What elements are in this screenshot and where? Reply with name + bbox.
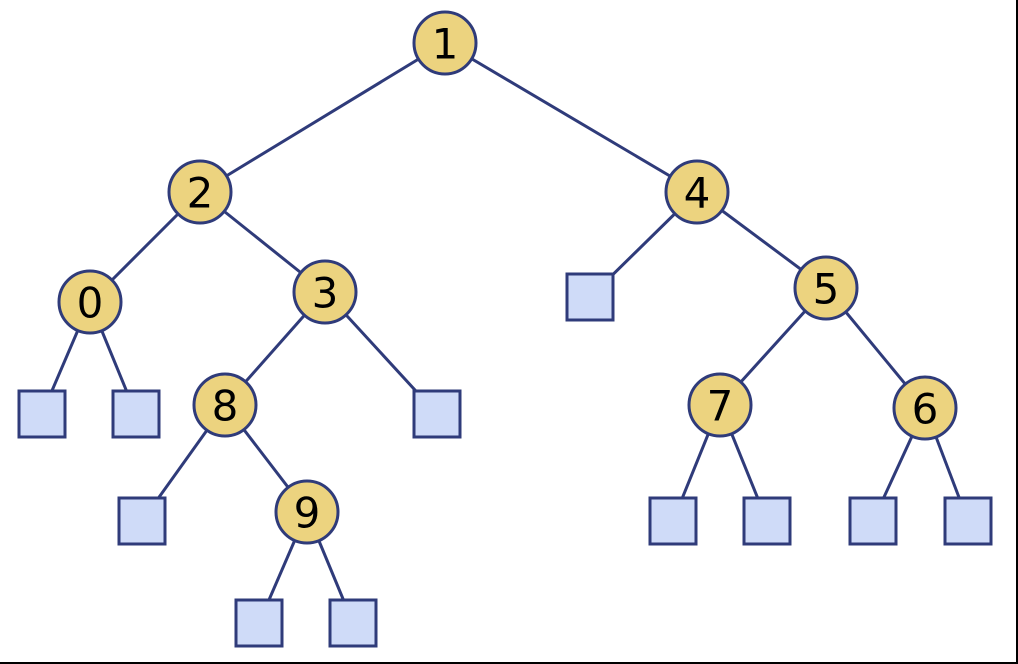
node-label: 1 bbox=[432, 20, 459, 69]
null-leaf-l2 bbox=[111, 389, 161, 439]
tree-edge-n1-n4 bbox=[444, 41, 698, 194]
tree-edge-n1-n2 bbox=[199, 41, 446, 194]
null-leaf-square bbox=[412, 389, 462, 439]
tree-node-8: 8 bbox=[192, 372, 258, 438]
null-leaf-l6 bbox=[234, 598, 284, 648]
tree-node-1: 1 bbox=[412, 10, 478, 76]
null-leaf-l5 bbox=[117, 496, 167, 546]
node-label: 3 bbox=[312, 269, 339, 318]
null-leaf-l10 bbox=[848, 496, 898, 546]
node-label: 9 bbox=[294, 489, 321, 538]
null-leaf-square bbox=[17, 389, 67, 439]
tree-node-6: 6 bbox=[892, 375, 958, 441]
null-leaf-square bbox=[848, 496, 898, 546]
null-leaf-square bbox=[328, 598, 378, 648]
null-leaf-l3 bbox=[412, 389, 462, 439]
tree-node-5: 5 bbox=[793, 255, 859, 321]
node-label: 0 bbox=[77, 279, 104, 328]
null-leaf-square bbox=[565, 272, 615, 322]
node-circle bbox=[892, 375, 958, 441]
node-circle bbox=[664, 159, 730, 225]
node-label: 4 bbox=[684, 169, 711, 218]
null-leaf-square bbox=[943, 496, 993, 546]
null-leaf-l9 bbox=[742, 496, 792, 546]
tree-node-0: 0 bbox=[57, 269, 123, 335]
node-circle bbox=[687, 372, 753, 438]
tree-node-3: 3 bbox=[292, 259, 358, 325]
node-circle bbox=[793, 255, 859, 321]
node-label: 6 bbox=[912, 385, 939, 434]
node-circle bbox=[412, 10, 478, 76]
tree-node-9: 9 bbox=[274, 479, 340, 545]
tree-node-4: 4 bbox=[664, 159, 730, 225]
null-leaf-square bbox=[234, 598, 284, 648]
null-leaf-l1 bbox=[17, 389, 67, 439]
node-label: 7 bbox=[707, 382, 734, 431]
node-label: 2 bbox=[187, 169, 214, 218]
node-circle bbox=[167, 159, 233, 225]
node-circle bbox=[274, 479, 340, 545]
tree-node-7: 7 bbox=[687, 372, 753, 438]
null-leaf-l4 bbox=[565, 272, 615, 322]
null-leaf-square bbox=[117, 496, 167, 546]
node-label: 8 bbox=[212, 382, 239, 431]
node-circle bbox=[57, 269, 123, 335]
node-label: 5 bbox=[813, 265, 840, 314]
null-leaf-l8 bbox=[648, 496, 698, 546]
node-circle bbox=[292, 259, 358, 325]
edges-group bbox=[40, 41, 970, 624]
null-leaf-l7 bbox=[328, 598, 378, 648]
null-leaf-l11 bbox=[943, 496, 993, 546]
null-leaf-square bbox=[648, 496, 698, 546]
node-circle bbox=[192, 372, 258, 438]
tree-node-2: 2 bbox=[167, 159, 233, 225]
null-leaf-square bbox=[111, 389, 161, 439]
null-leaf-square bbox=[742, 496, 792, 546]
